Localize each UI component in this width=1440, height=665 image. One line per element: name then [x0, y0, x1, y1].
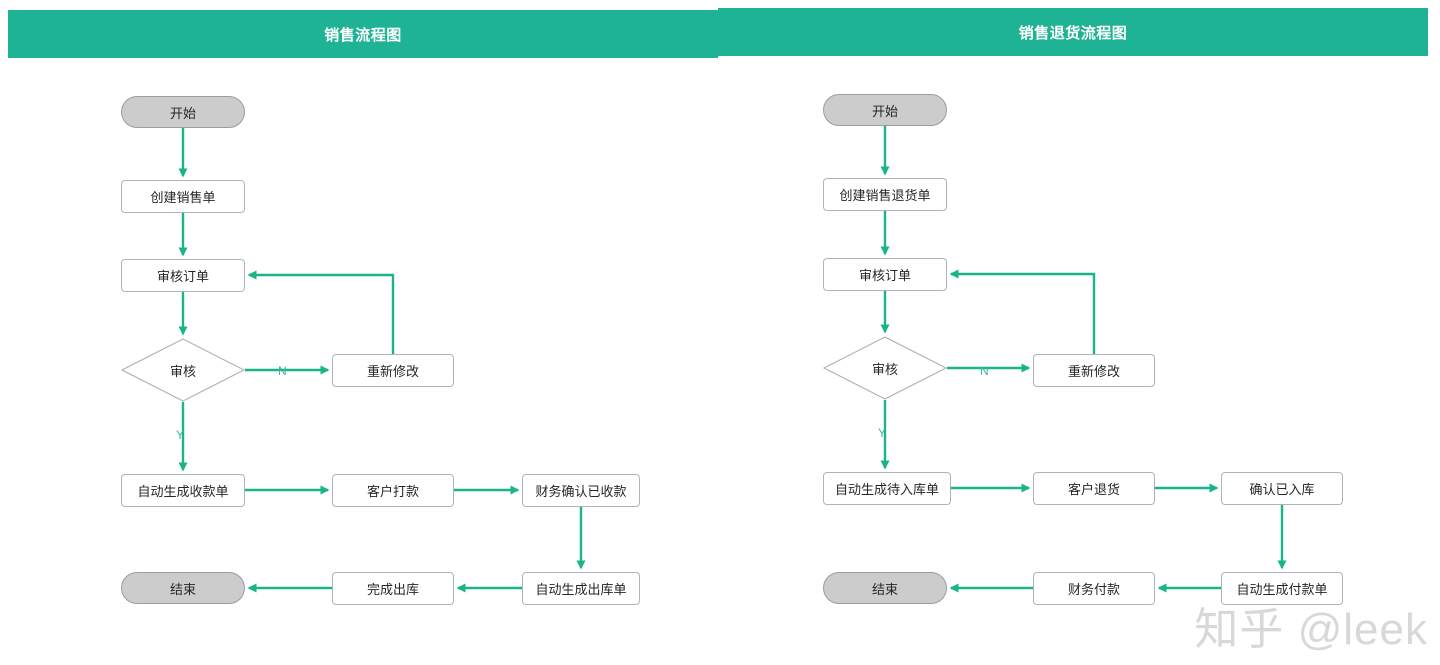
node-auto-generate-pending-inbound[interactable]: 自动生成待入库单 [823, 472, 951, 505]
node-label: 自动生成收款单 [137, 484, 229, 499]
node-label: 审核 [169, 363, 196, 379]
node-label: 重新修改 [366, 364, 419, 379]
node-auto-generate-payment-order[interactable]: 自动生成付款单 [1221, 572, 1343, 605]
node-label: 客户打款 [366, 484, 419, 499]
node-end[interactable]: 结束 [823, 572, 947, 604]
node-label: 开始 [169, 105, 196, 121]
panel-header-sales: 销售流程图 [8, 10, 718, 58]
node-label: 创建销售单 [150, 190, 216, 205]
node-create-sales-return-order[interactable]: 创建销售退货单 [823, 178, 947, 211]
flow-edges-sales [178, 128, 586, 593]
panel-header-sales-return: 销售退货流程图 [718, 8, 1428, 56]
node-label: 创建销售退货单 [839, 188, 931, 203]
edge-label-yes: Y [176, 428, 185, 442]
node-label: 审核订单 [858, 268, 911, 283]
edge-modify-back-to-audit [949, 269, 1096, 354]
node-customer-payment[interactable]: 客户打款 [332, 474, 454, 507]
node-audit-order[interactable]: 审核订单 [121, 259, 245, 292]
diamond-icon [121, 338, 245, 402]
node-label: 结束 [169, 581, 196, 597]
flow-edges-sales-return [880, 126, 1287, 593]
panel-title-sales-return: 销售退货流程图 [1018, 24, 1128, 42]
edge-label-yes: Y [878, 426, 887, 440]
node-label: 重新修改 [1067, 364, 1120, 379]
node-decision-audit[interactable]: 审核 [823, 336, 947, 400]
node-start[interactable]: 开始 [121, 96, 245, 128]
node-label: 确认已入库 [1249, 482, 1315, 497]
node-complete-outbound[interactable]: 完成出库 [332, 572, 454, 605]
node-confirm-stocked-in[interactable]: 确认已入库 [1221, 472, 1343, 505]
diamond-icon [823, 336, 947, 400]
flow-panel-sales: 开始 创建销售单 审核订单 审核 重新修改 自动生成收款单 客户打款 财务确认已… [8, 58, 718, 665]
node-end[interactable]: 结束 [121, 572, 245, 604]
node-decision-audit[interactable]: 审核 [121, 338, 245, 402]
node-audit-order[interactable]: 审核订单 [823, 258, 947, 291]
node-finance-payment[interactable]: 财务付款 [1033, 572, 1155, 605]
panel-title-sales: 销售流程图 [324, 26, 402, 44]
node-auto-generate-receipt[interactable]: 自动生成收款单 [121, 474, 245, 507]
node-re-modify[interactable]: 重新修改 [332, 354, 454, 387]
edge-label-no: N [278, 364, 287, 378]
node-re-modify[interactable]: 重新修改 [1033, 354, 1155, 387]
node-label: 自动生成待入库单 [834, 482, 939, 497]
node-label: 审核 [871, 361, 898, 377]
edge-label-no: N [980, 364, 989, 378]
node-create-sales-order[interactable]: 创建销售单 [121, 180, 245, 213]
node-label: 自动生成出库单 [535, 582, 627, 597]
node-label: 结束 [871, 581, 898, 597]
node-customer-return[interactable]: 客户退货 [1033, 472, 1155, 505]
node-finance-confirm-received[interactable]: 财务确认已收款 [522, 474, 640, 507]
node-label: 客户退货 [1067, 482, 1120, 497]
node-label: 开始 [871, 103, 898, 119]
node-label: 完成出库 [366, 582, 419, 597]
node-auto-generate-outbound[interactable]: 自动生成出库单 [522, 572, 640, 605]
node-label: 自动生成付款单 [1236, 582, 1328, 597]
node-label: 财务付款 [1067, 582, 1120, 597]
node-start[interactable]: 开始 [823, 94, 947, 126]
flow-panel-sales-return: 开始 创建销售退货单 审核订单 审核 重新修改 自动生成待入库单 客户退货 确认… [718, 58, 1428, 665]
node-label: 审核订单 [156, 269, 209, 284]
node-label: 财务确认已收款 [535, 484, 627, 499]
edge-modify-back-to-audit [247, 270, 395, 354]
